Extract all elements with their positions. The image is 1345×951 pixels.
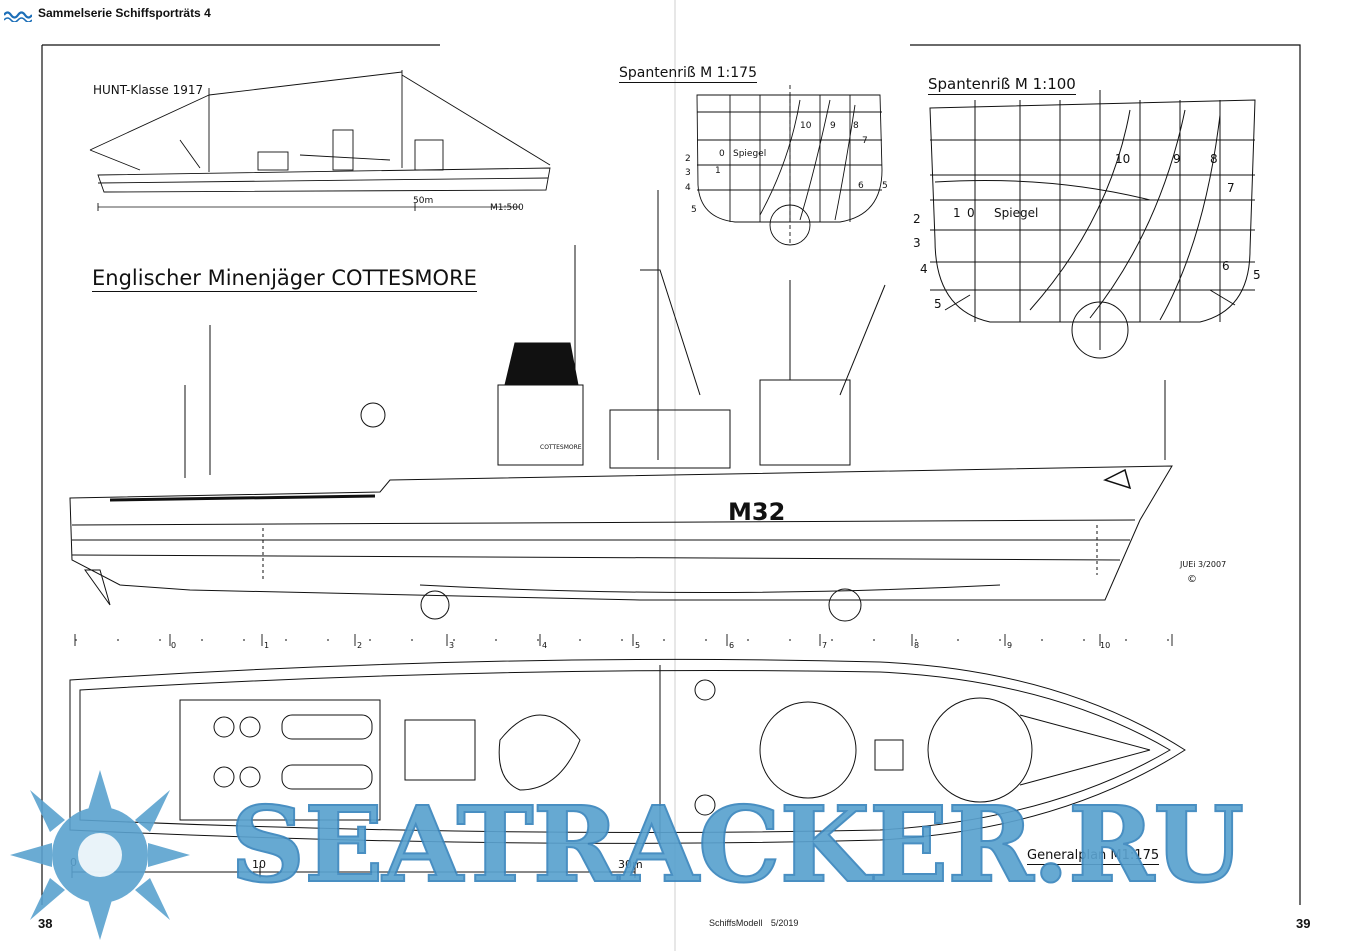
main-drawing-title: Englischer Minenjäger COTTESMORE (92, 266, 477, 292)
hunt-scale-mark: 50m (413, 196, 434, 206)
frame-label: 4 (542, 641, 548, 650)
general-plan-title: Generalplan M1:175 (1027, 848, 1160, 865)
spant-small-num: 3 (685, 168, 691, 178)
spant-small-num: 0 (719, 149, 725, 159)
watermark-text: SEATRACKER.RU (229, 783, 1245, 906)
magazine-issue: 5/2019 (770, 918, 799, 928)
drawing-signature: JUEi 3/2007 (1180, 560, 1227, 569)
frame-label: 6 (729, 641, 735, 650)
spant-small-num: 5 (691, 205, 697, 215)
frame-label: 9 (1007, 641, 1013, 650)
spant-large-num: 0 (967, 206, 975, 220)
page-number-right: 39 (1296, 916, 1311, 931)
spant-small-num: 1 (715, 166, 721, 176)
page-number-left: 38 (38, 916, 53, 931)
hunt-class-profile (89, 70, 551, 211)
frame-label: 2 (357, 641, 363, 650)
frame-label: 3 (449, 641, 455, 650)
spant-large-drawing (929, 90, 1256, 359)
copyright-mark: © (1187, 574, 1197, 585)
scale-label-30m: 30m (618, 858, 643, 871)
spant-small-title: Spantenriß M 1:175 (619, 65, 757, 83)
spant-large-num: 7 (1227, 181, 1235, 195)
wave-logo-icon (4, 11, 32, 22)
spant-large-num: 5 (1253, 268, 1261, 282)
magazine-name: SchiffsModell (709, 918, 763, 928)
frame-label: 5 (635, 641, 641, 650)
spant-small-spiegel: Spiegel (733, 149, 767, 159)
spant-large-num: 9 (1173, 152, 1181, 166)
spant-large-spiegel: Spiegel (994, 206, 1039, 220)
spant-small-num: 2 (685, 154, 691, 164)
scale-label-10: 10 (252, 858, 266, 871)
frame-label: 7 (822, 641, 828, 650)
spant-large-num: 6 (1222, 259, 1230, 273)
spant-large-num: 5 (934, 297, 942, 311)
cottesmore-profile (69, 190, 1173, 622)
spant-large-title: Spantenriß M 1:100 (928, 75, 1076, 95)
series-title: Sammelserie Schiffsporträts 4 (38, 6, 211, 20)
general-plan-deck (69, 658, 1186, 844)
spant-small-drawing (696, 85, 883, 246)
spant-small-num: 8 (853, 121, 859, 131)
spant-small-num: 7 (862, 136, 868, 146)
name-plate: COTTESMORE (540, 444, 582, 451)
spant-large-num: 2 (913, 212, 921, 226)
spant-small-num: 6 (858, 181, 864, 191)
page-header: Sammelserie Schiffsporträts 4 (0, 0, 1345, 30)
frame-label: 10 (1100, 641, 1111, 650)
frame-label: 8 (914, 641, 920, 650)
frame-label: 1 (264, 641, 270, 650)
hunt-scale: M1:500 (490, 203, 524, 213)
spant-large-num: 3 (913, 236, 921, 250)
spant-large-num: 8 (1210, 152, 1218, 166)
spant-small-num: 10 (800, 121, 812, 131)
spant-large-num: 4 (920, 262, 928, 276)
spant-large-num: 10 (1115, 152, 1131, 166)
magazine-footer: SchiffsModell 5/2019 (709, 918, 798, 928)
spant-small-num: 9 (830, 121, 836, 131)
spant-small-num: 4 (685, 183, 691, 193)
spant-large-num: 1 (953, 206, 961, 220)
frame-ruler (74, 634, 1173, 646)
frame-label: 0 (171, 641, 177, 650)
hunt-class-title: HUNT-Klasse 1917 (93, 83, 204, 97)
hull-number: M32 (728, 498, 786, 526)
spant-small-num: 5 (882, 181, 888, 191)
gear-watermark-icon (10, 770, 190, 940)
